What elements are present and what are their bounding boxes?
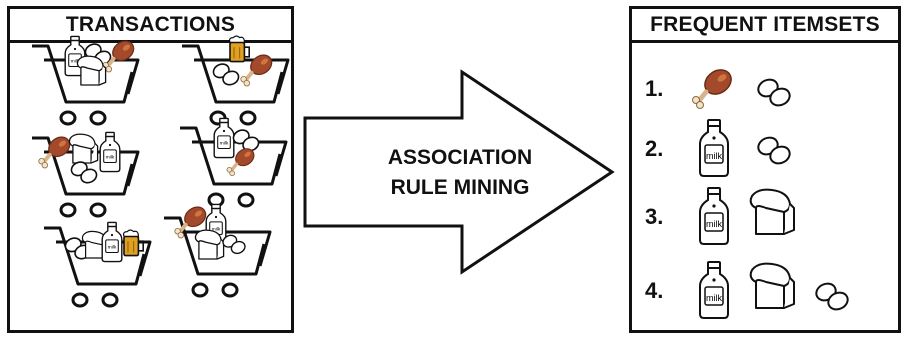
svg-text:milk: milk (220, 140, 229, 146)
beer-icon (228, 35, 250, 63)
itemset-number-4: 4. (645, 278, 664, 303)
svg-text:milk: milk (212, 226, 221, 232)
bread-icon (749, 188, 795, 235)
milk-icon: milk (699, 119, 729, 177)
itemset-number-2: 2. (645, 136, 664, 161)
cart-4: milk (178, 117, 288, 208)
svg-text:milk: milk (106, 154, 115, 160)
itemset-3-milk: milk (699, 187, 729, 245)
itemset-1-ham (693, 65, 736, 109)
itemset-2-milk: milk (699, 119, 729, 177)
bread-icon (749, 262, 795, 309)
svg-text:milk: milk (706, 219, 722, 229)
frequent-itemsets-panel: FREQUENT ITEMSETS (629, 6, 901, 333)
itemset-number-1: 1. (645, 76, 664, 101)
cart-6: milk (162, 203, 272, 298)
itemset-4-bread (749, 262, 795, 309)
cart-3: milk (30, 131, 140, 218)
cart-1: milk (30, 35, 140, 126)
cart-5: milk (42, 221, 152, 308)
eggs-icon (754, 133, 794, 168)
bread-icon (76, 55, 107, 86)
arrow-label-line-1: ASSOCIATION (387, 146, 533, 169)
milk-icon: milk (64, 35, 86, 77)
svg-text:milk: milk (706, 293, 722, 303)
arrow-label-line-2: RULE MINING (390, 176, 530, 199)
transactions-title: TRANSACTIONS (10, 9, 291, 43)
bread-icon (194, 229, 225, 260)
svg-text:milk: milk (706, 151, 722, 161)
svg-text:milk: milk (71, 58, 80, 64)
svg-text:milk: milk (108, 244, 117, 250)
milk-icon: milk (699, 261, 729, 319)
itemset-number-3: 3. (645, 204, 664, 229)
ham-icon (693, 65, 736, 109)
eggs-icon (812, 279, 852, 314)
milk-icon: milk (99, 131, 121, 173)
itemset-3-bread (749, 188, 795, 235)
milk-icon: milk (213, 117, 235, 159)
itemset-2-eggs (754, 133, 794, 168)
cart-2 (180, 35, 290, 126)
bread-icon (68, 133, 99, 164)
arrow-shape (303, 69, 615, 275)
itemset-4-eggs (812, 279, 852, 314)
eggs-icon (754, 75, 794, 110)
itemset-4-milk: milk (699, 261, 729, 319)
milk-icon: milk (205, 203, 227, 245)
milk-icon: milk (101, 221, 123, 263)
eggs-icon (210, 60, 242, 88)
itemset-1-eggs (754, 75, 794, 110)
milk-icon: milk (699, 187, 729, 245)
frequent-itemsets-title: FREQUENT ITEMSETS (632, 9, 898, 43)
